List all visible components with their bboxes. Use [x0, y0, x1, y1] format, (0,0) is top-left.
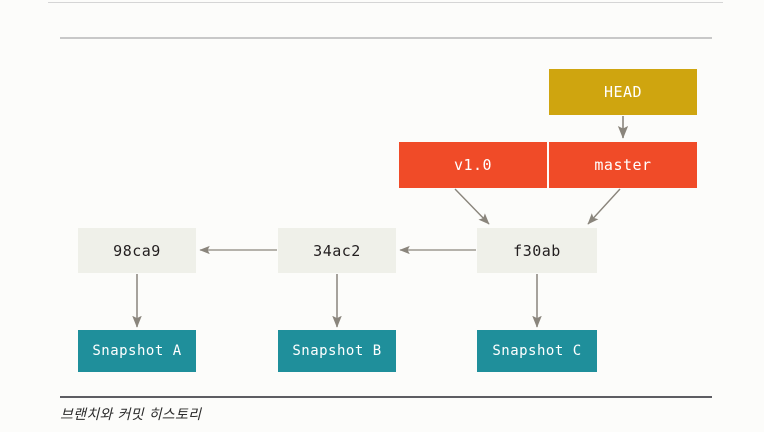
figure-caption: 브랜치와 커밋 히스토리	[60, 407, 202, 423]
node-commit-98ca9[interactable]: 98ca9	[78, 228, 196, 273]
node-branch-master[interactable]: master	[549, 142, 697, 188]
horizontal-rule-bottom	[60, 396, 712, 398]
node-snapshot-c[interactable]: Snapshot C	[477, 330, 597, 372]
horizontal-rule-second	[60, 37, 712, 39]
node-commit-34ac2[interactable]: 34ac2	[278, 228, 396, 273]
edge-master-to-f30ab	[587, 188, 621, 225]
node-head[interactable]: HEAD	[549, 69, 697, 115]
node-snapshot-a[interactable]: Snapshot A	[78, 330, 196, 372]
node-tag-v1-0[interactable]: v1.0	[399, 142, 547, 188]
horizontal-rule-top	[48, 2, 723, 3]
node-snapshot-b[interactable]: Snapshot B	[278, 330, 396, 372]
node-commit-f30ab[interactable]: f30ab	[477, 228, 597, 273]
edge-v10-to-f30ab	[454, 188, 490, 225]
